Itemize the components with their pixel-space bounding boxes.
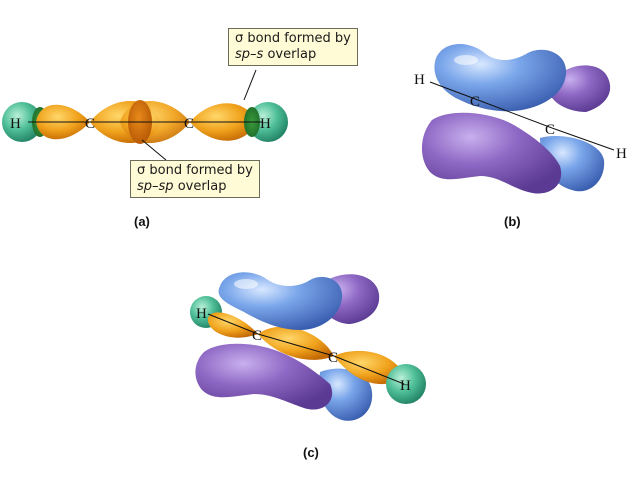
atom-h-left: H xyxy=(414,72,425,88)
callout-line-2: sp–sp overlap xyxy=(137,179,253,195)
orbital-pair: sp–s xyxy=(235,47,264,62)
atom-h-right: H xyxy=(400,378,411,394)
hydrogen-s-orbital-right xyxy=(386,364,426,404)
p-orbital-highlight xyxy=(234,279,258,289)
hydrogen-s-orbital-right xyxy=(248,102,288,142)
p-orbital-highlight xyxy=(454,55,478,65)
callout-sp-s-overlap: σ bond formed by sp–s overlap xyxy=(228,28,358,66)
bond-line-c-c xyxy=(477,99,553,129)
atom-c-right: C xyxy=(328,350,338,366)
atom-c-left: C xyxy=(252,328,262,344)
atom-h-right: H xyxy=(616,146,627,162)
atom-c-left: C xyxy=(470,94,480,110)
bond-line-h-c-left xyxy=(207,313,259,335)
callout-line-1: σ bond formed by xyxy=(235,31,351,46)
atom-c-right: C xyxy=(184,116,194,132)
panel-label-b: (b) xyxy=(504,214,521,229)
atom-h-left: H xyxy=(10,116,21,132)
p-orbital-purple-front-bottom xyxy=(195,343,333,410)
sp-lobe-right-outer xyxy=(334,350,404,385)
atom-h-right: H xyxy=(260,116,271,132)
sp-lobe-left-outer xyxy=(207,312,258,338)
sp-lobe-c-c xyxy=(258,326,334,360)
p-orbital-purple-front-bottom xyxy=(421,112,562,194)
bond-line-h-c-left xyxy=(429,81,479,101)
atom-c-left: C xyxy=(85,116,95,132)
p-orbital-blue-back-bottom xyxy=(319,368,373,421)
atom-c-right: C xyxy=(545,122,555,138)
overlap-word: overlap xyxy=(263,47,317,62)
bond-line-c-c xyxy=(257,333,335,357)
callout-line-2: sp–s overlap xyxy=(235,47,351,63)
bond-line-c-h-right xyxy=(333,355,405,385)
panel-c: H C C H xyxy=(190,272,426,421)
p-orbital-blue-front-top xyxy=(434,43,567,112)
panel-label-c: (c) xyxy=(303,445,319,460)
panel-label-a: (a) xyxy=(134,214,150,229)
callout-sp-sp-overlap: σ bond formed by sp–sp overlap xyxy=(130,160,260,198)
panel-a: H C C H xyxy=(2,69,288,161)
hydrogen-s-orbital-left xyxy=(2,102,42,142)
panel-b: H C C H xyxy=(414,43,627,194)
atom-h-left: H xyxy=(196,306,207,322)
orbital-pair: sp–sp xyxy=(137,179,174,194)
callout-pointer-sp-sp xyxy=(141,139,167,161)
bond-line-c-h-right xyxy=(551,127,615,151)
callout-line-1: σ bond formed by xyxy=(137,163,253,178)
overlap-word: overlap xyxy=(173,179,227,194)
callout-pointer-sp-s xyxy=(243,69,257,101)
